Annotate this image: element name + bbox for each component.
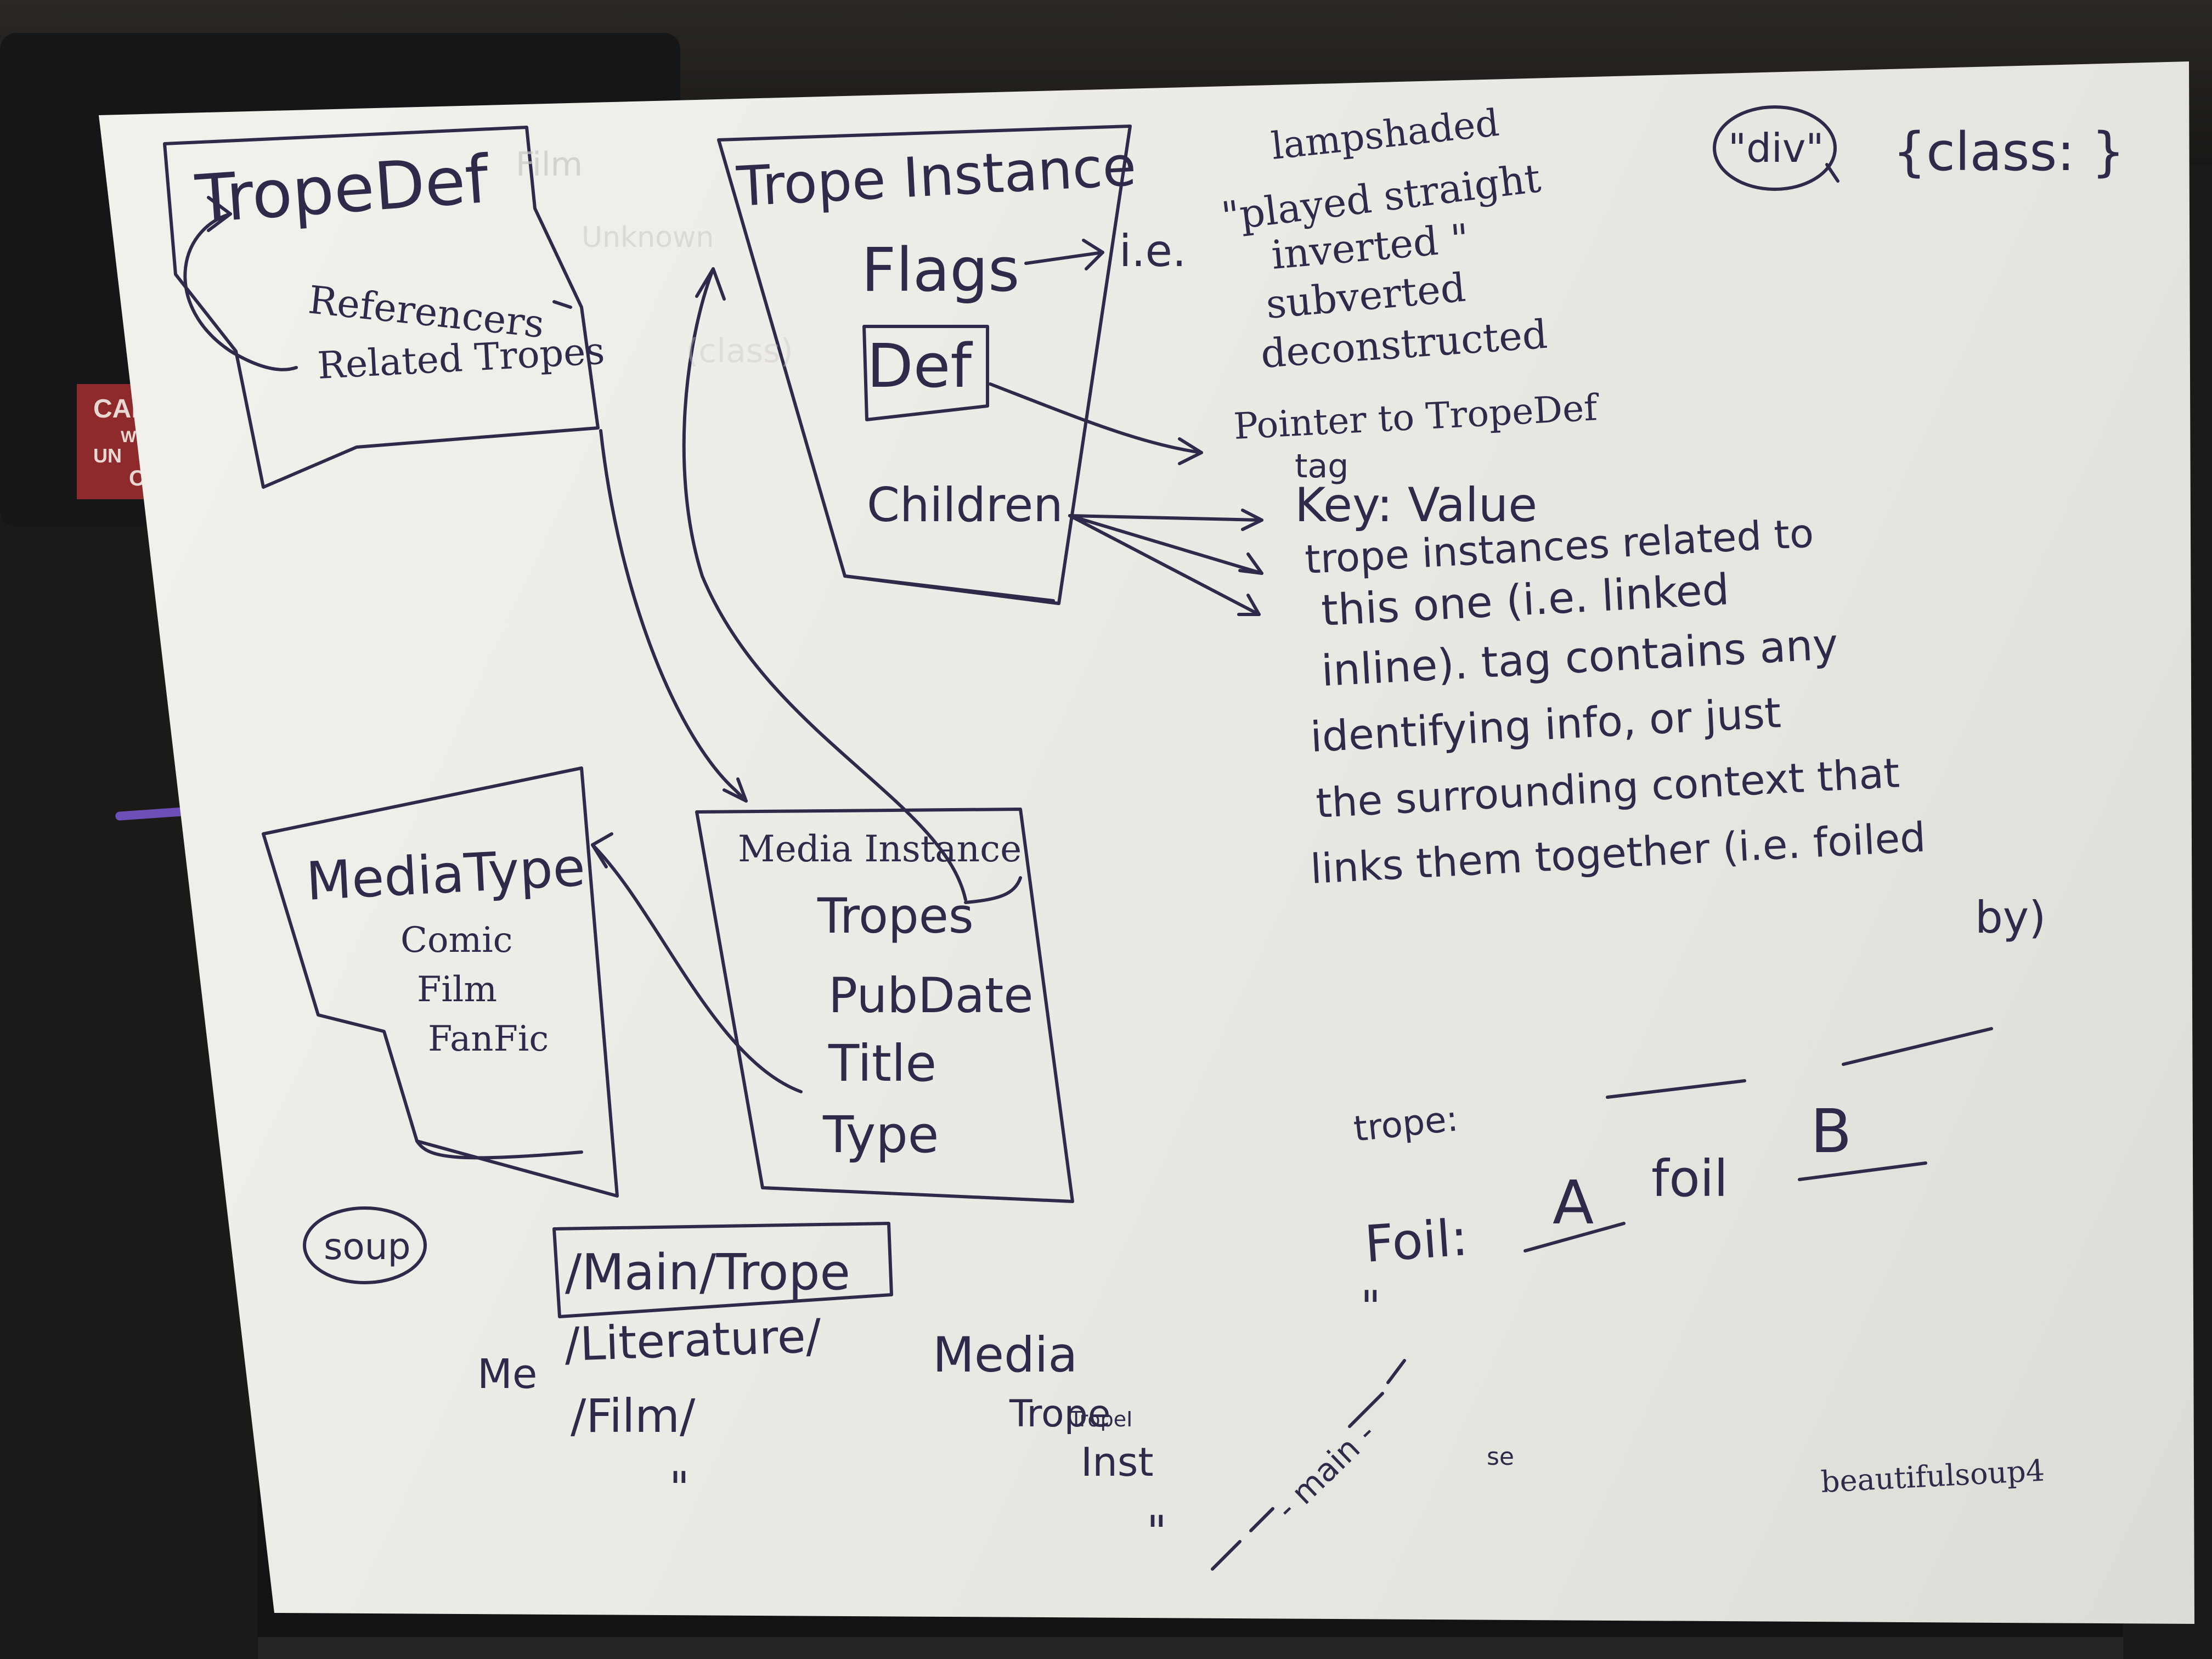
ditto-mark-2: " xyxy=(1147,1506,1167,1558)
flags-field: Flags xyxy=(861,235,1019,305)
class-label: {class: } xyxy=(1893,121,2125,183)
children-note-line-7: by) xyxy=(1975,892,2046,943)
trope-instance-base xyxy=(843,574,1055,602)
b-underline xyxy=(1798,1161,1927,1181)
tropedef-self-arrowhead xyxy=(207,196,232,232)
children-field: Children xyxy=(867,478,1063,533)
literature-path: /Literature/ xyxy=(563,1309,822,1372)
svg-text:(class): (class) xyxy=(686,332,793,370)
media-instance-box xyxy=(695,808,1074,1203)
children-arrowhead-2 xyxy=(1238,552,1263,575)
children-note-line-5: the surrounding context that xyxy=(1314,749,1900,827)
soup-oval xyxy=(303,1206,427,1284)
svg-text:Unknown: Unknown xyxy=(582,221,714,254)
trope-instance-title: Trope Instance xyxy=(735,134,1138,219)
def-pointer-arrowhead xyxy=(1178,437,1203,465)
inst-word: Inst xyxy=(1081,1439,1154,1485)
def-box xyxy=(862,325,989,421)
media-instance-type: Type xyxy=(822,1105,939,1164)
flag-lampshaded: lampshaded xyxy=(1269,101,1502,168)
ie-label: i.e. xyxy=(1119,225,1186,276)
children-arrow-1 xyxy=(1068,514,1263,522)
tropes-line xyxy=(964,876,1022,904)
title-to-media-type-arrowhead xyxy=(591,832,613,868)
tropedef-to-media-arrowhead xyxy=(723,777,748,803)
media-type-comic: Comic xyxy=(400,920,513,961)
media-type-line xyxy=(415,1139,583,1160)
tropedef-title: TropeDef xyxy=(193,142,492,238)
related-tropes-field: Related Tropes xyxy=(317,330,606,388)
se-label: se xyxy=(1487,1443,1514,1471)
trope-word: Trope xyxy=(1009,1392,1111,1436)
trope-instance-box xyxy=(717,125,1132,605)
def-pointer-arrow xyxy=(989,382,1203,454)
media-tropes-to-trope-instance xyxy=(682,267,967,901)
main-trope-path: /Main/Trope xyxy=(565,1244,850,1301)
sticker-text-3: UN xyxy=(93,444,122,467)
soup-label: soup xyxy=(324,1226,411,1268)
tropedef-self-arrow xyxy=(183,212,298,371)
flags-arrow xyxy=(1024,251,1104,265)
div-label: "div" xyxy=(1728,125,1824,171)
film-path: /Film/ xyxy=(571,1389,696,1443)
svg-text:Film: Film xyxy=(516,145,583,184)
tropedef-box xyxy=(163,126,600,489)
a-underline xyxy=(1523,1222,1626,1252)
ditto-mark-1: " xyxy=(1361,1282,1381,1333)
media-type-film: Film xyxy=(417,969,497,1010)
blank-line-2 xyxy=(1842,1027,1993,1066)
title-to-media-type xyxy=(591,843,803,1093)
trope-i-word: TropeI xyxy=(1069,1407,1132,1431)
key-value-label: Key: Value xyxy=(1295,478,1537,533)
tag-label: tag xyxy=(1295,447,1348,486)
main-dash-4 xyxy=(1386,1359,1406,1384)
foil-word: foil xyxy=(1651,1149,1728,1208)
media-type-title: MediaType xyxy=(304,836,586,912)
children-arrowhead-1 xyxy=(1241,509,1263,531)
media-type-fanfic: FanFic xyxy=(428,1019,549,1059)
foil-label: Foil: xyxy=(1363,1208,1470,1274)
foil-b: B xyxy=(1810,1096,1852,1166)
media-instance-title: Media Instance xyxy=(738,828,1022,870)
library-label: beautifulsoup4 xyxy=(1820,1453,2045,1499)
main-dash-1 xyxy=(1211,1540,1242,1571)
foil-a: A xyxy=(1553,1167,1594,1238)
trope-label: trope: xyxy=(1352,1098,1460,1150)
referencers-tick xyxy=(552,300,572,309)
def-field: Def xyxy=(867,331,973,401)
media-label: Media xyxy=(933,1327,1077,1383)
ghost-text: Film Unknown (class) xyxy=(516,145,793,370)
main-dash-2 xyxy=(1249,1507,1274,1532)
children-note-line-6: links them together (i.e. foiled xyxy=(1309,814,1927,893)
path-ditto: " xyxy=(669,1463,690,1514)
div-paren-arrow xyxy=(1825,163,1839,183)
children-arrow-2 xyxy=(1068,514,1263,575)
tropedef-to-media-instance xyxy=(599,429,748,803)
blank-line-1 xyxy=(1606,1079,1746,1099)
children-arrowhead-3 xyxy=(1237,594,1261,616)
main-label: - main - xyxy=(1268,1414,1383,1526)
media-instance-tropes: Tropes xyxy=(817,888,974,944)
flags-arrowhead xyxy=(1082,239,1104,270)
div-oval xyxy=(1713,105,1837,191)
media-instance-pubdate: PubDate xyxy=(828,967,1033,1024)
main-dash-3 xyxy=(1348,1392,1384,1428)
pointer-note: Pointer to TropeDef xyxy=(1233,386,1601,448)
media-instance-title-field: Title xyxy=(828,1034,936,1093)
sticker-text-2: W xyxy=(121,428,137,446)
media-tropes-arrowhead xyxy=(695,267,726,301)
me-label: Me xyxy=(477,1351,537,1398)
children-note-line-4: identifying info, or just xyxy=(1309,688,1782,761)
children-arrow-3 xyxy=(1068,514,1261,616)
main-trope-box xyxy=(552,1222,893,1318)
